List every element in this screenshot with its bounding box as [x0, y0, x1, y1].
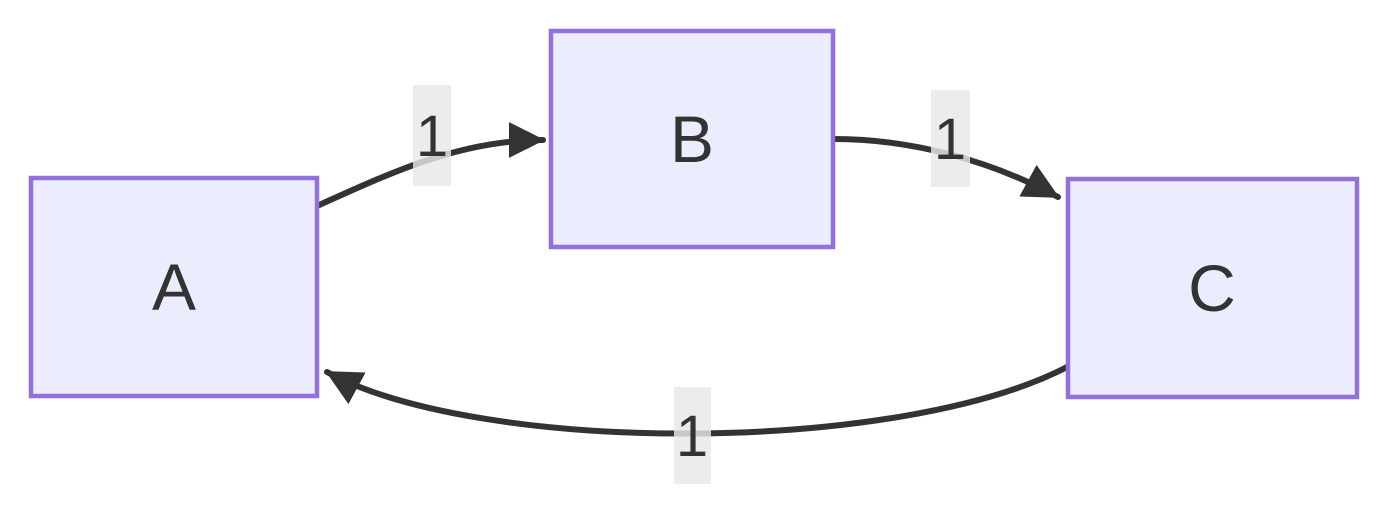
edge-label-C-A-text: 1 [676, 404, 708, 469]
node-C: C [1065, 176, 1360, 400]
edge-label-B-C-background [931, 90, 970, 187]
edge-label-A-B-text: 1 [416, 104, 448, 169]
edge-label-C-A: 1 [674, 387, 711, 484]
node-B: B [548, 28, 836, 250]
node-B-label: B [670, 102, 714, 176]
edge-label-B-C: 1 [931, 90, 970, 187]
node-A-shape [28, 175, 320, 399]
node-B-shape [548, 28, 836, 250]
node-C-label: C [1188, 251, 1236, 325]
edge-label-B-C-text: 1 [934, 107, 966, 172]
node-C-shape [1065, 176, 1360, 400]
node-A: A [28, 175, 320, 399]
node-A-label: A [152, 250, 196, 324]
edge-label-A-B-background [413, 85, 451, 186]
edge-label-C-A-background [674, 387, 711, 484]
edge-label-A-B: 1 [413, 85, 451, 186]
